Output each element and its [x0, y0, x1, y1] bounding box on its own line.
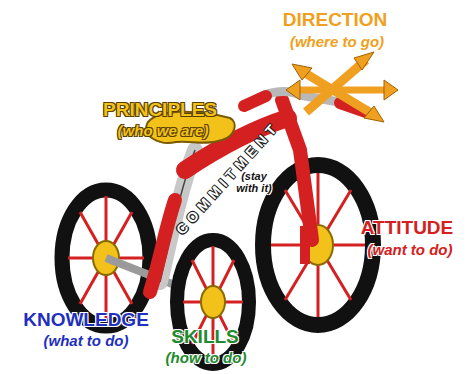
attitude-subtitle: (want to do) — [368, 242, 453, 258]
direction-title: DIRECTION — [283, 10, 388, 30]
skills-subtitle: (how to do) — [166, 350, 247, 366]
fork — [282, 100, 312, 240]
principles-subtitle: (who we are) — [118, 123, 209, 139]
knowledge-title: KNOWLEDGE — [23, 310, 149, 330]
attitude-title: ATTITUDE — [361, 218, 454, 238]
knowledge-subtitle: (what to do) — [44, 333, 129, 349]
frame-lower — [150, 200, 175, 292]
principles-title: PRINCIPLES — [103, 100, 217, 120]
skills-title: SKILLS — [171, 327, 239, 347]
direction-arrows — [286, 52, 398, 122]
front-wheel — [263, 165, 373, 325]
left-grip — [244, 96, 266, 106]
commitment-subtitle: (stay with it) — [233, 171, 275, 194]
direction-subtitle: (where to go) — [290, 34, 384, 50]
